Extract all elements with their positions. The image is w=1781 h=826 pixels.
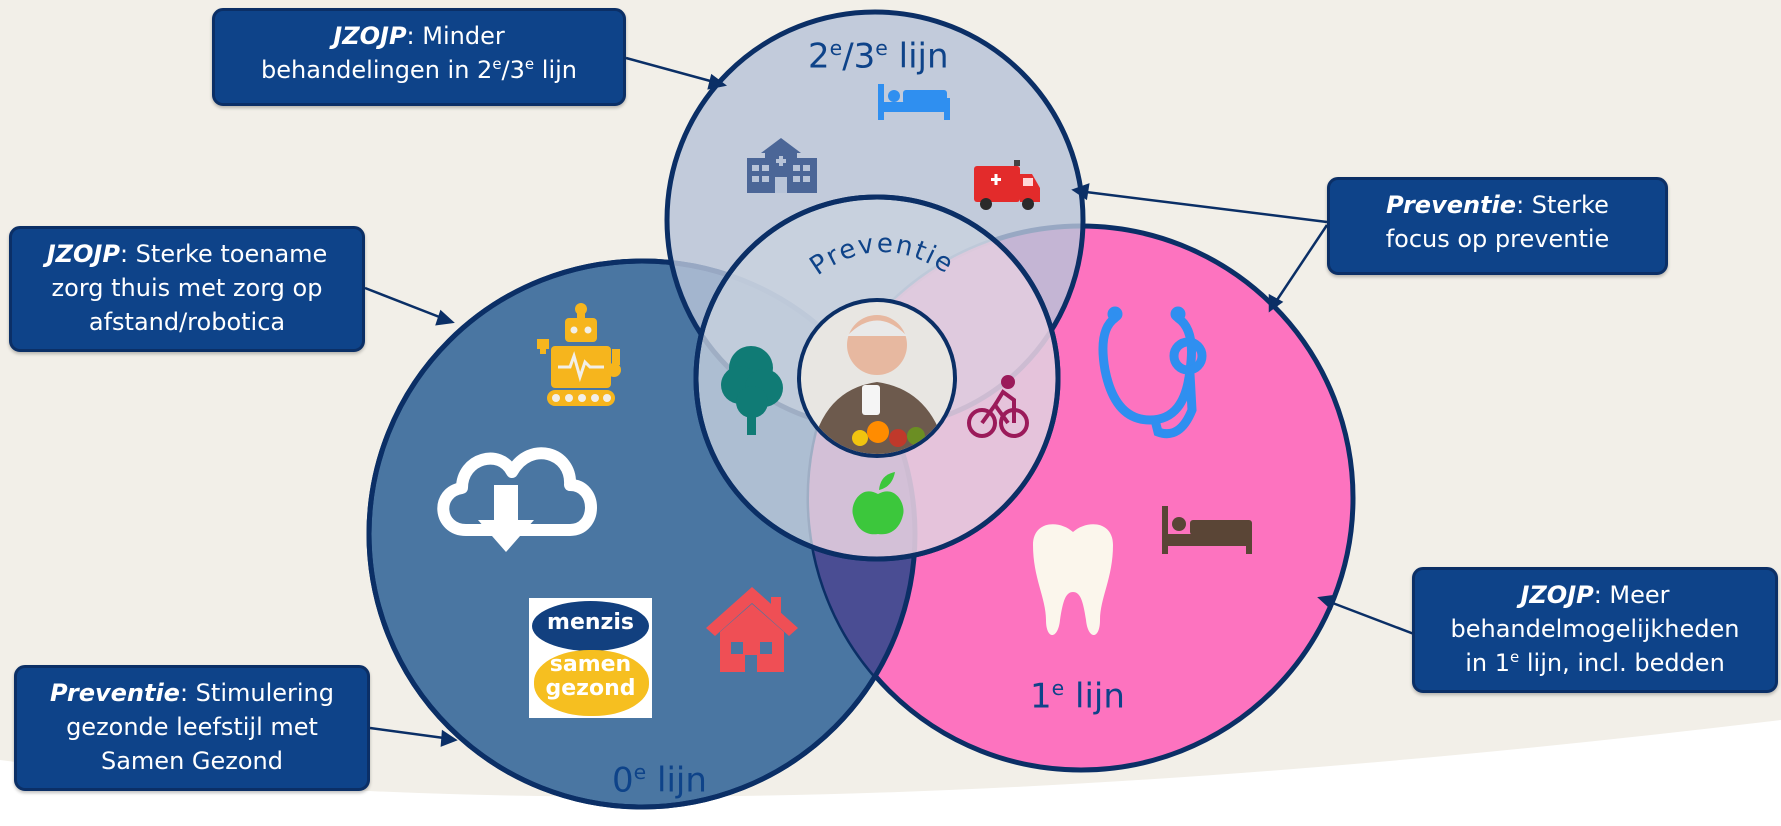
arrow-right-top-1 [1085,190,1328,224]
arrow-right-bottom [1329,600,1415,636]
hospital-bed-icon [878,84,950,120]
callout-jzojp-minder-behandelingen: JZOJP: Minder behandelingen in 2e/3e lij… [212,8,626,106]
label-1e-lijn: 1e lijn [1030,676,1125,717]
stethoscope-icon [1098,306,1207,439]
bed-icon [1162,506,1252,554]
apple-icon [852,472,904,535]
arrow-mid-left [364,286,443,320]
label-0e-lijn: 0e lijn [612,760,707,801]
callout-jzojp-meer-behandelmogelijkheden: JZOJP: Meer behandelmogelijkheden in 1e … [1412,567,1778,693]
label-2e-3e-lijn: 2e/3e lijn [808,36,949,77]
tooth-icon [1033,524,1113,635]
house-icon [706,587,798,672]
arrow-right-top-2 [1275,224,1329,301]
callout-jzojp-zorg-thuis: JZOJP: Sterke toename zorg thuis met zor… [9,226,365,352]
cyclist-icon [967,375,1029,438]
arrow-bottom-left [369,726,445,740]
background-swoosh [0,720,1781,826]
cloud-download-icon [437,447,597,552]
hospital-icon [747,138,817,193]
tree-icon [721,346,783,435]
ambulance-icon [974,160,1040,210]
callout-preventie-sterke-focus: Preventie: Sterke focus op preventie [1327,177,1668,275]
arrow-top-left [625,56,715,84]
elderly-man-photo [801,302,953,454]
robot-icon [537,303,621,406]
callout-preventie-samen-gezond: Preventie: Stimulering gezonde leefstijl… [14,665,370,791]
menzis-samen-gezond-logo: menzis samen gezond [529,598,652,718]
